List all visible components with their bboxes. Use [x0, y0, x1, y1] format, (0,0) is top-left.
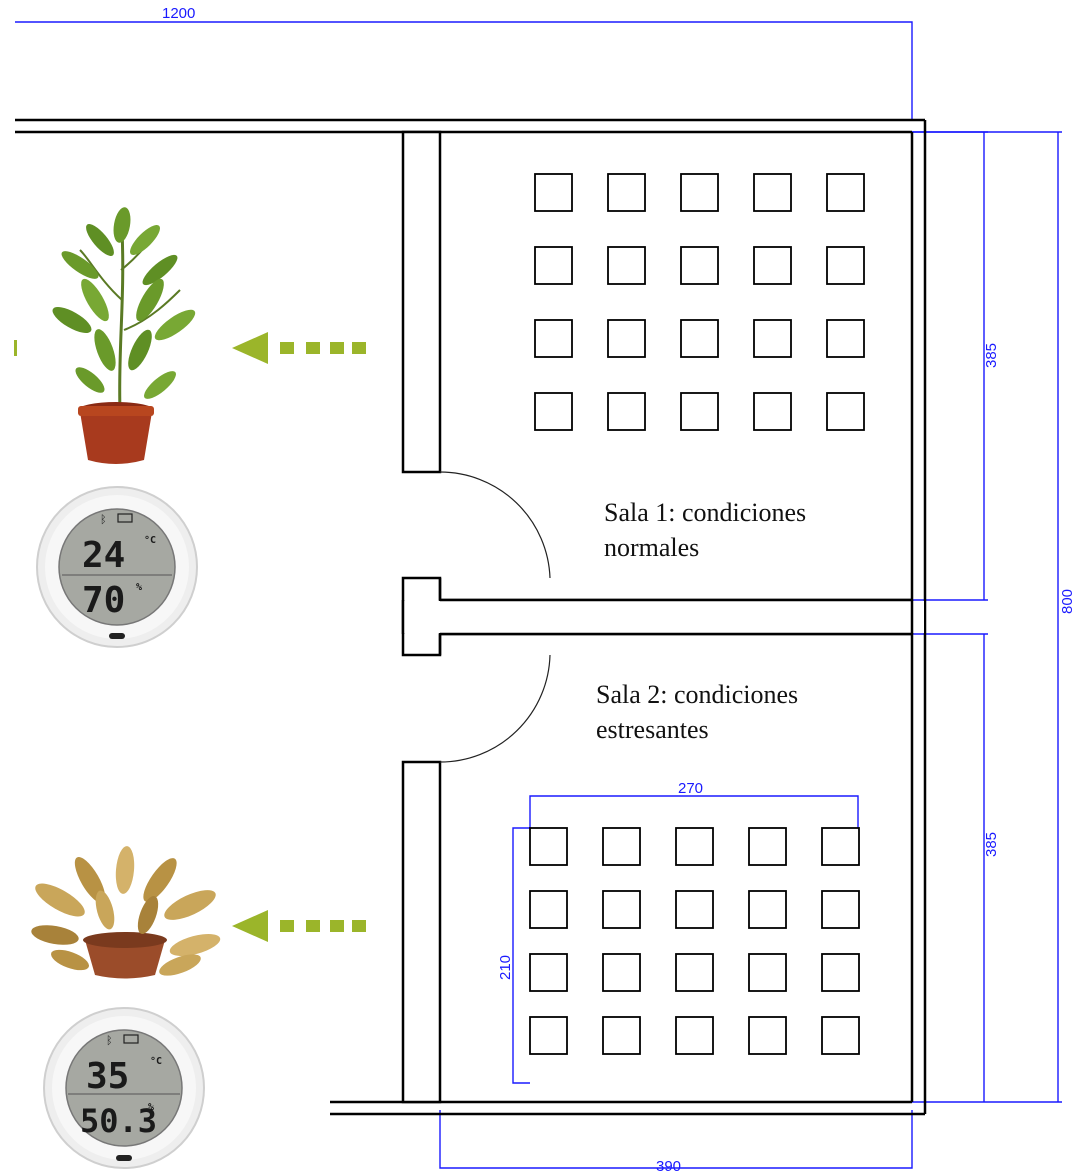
sensor2-hum-unit: % [148, 1102, 154, 1113]
pot-room1-r3-c3 [680, 319, 719, 358]
room1-label-line2: normales [604, 533, 699, 562]
pot-room1-r2-c4 [753, 246, 792, 285]
pot-room1-r1-c1 [534, 173, 573, 212]
pot-grid-room1 [534, 173, 865, 431]
sensor1-temperature: 24 [82, 535, 125, 576]
pot-room1-r4-c1 [534, 392, 573, 431]
door-room2 [439, 654, 551, 763]
pot-room2-r4-c3 [675, 1016, 714, 1055]
pot-room2-r1-c5 [821, 827, 860, 866]
thermo-hygrometer-room2: ᛒ 35 °C 50.3 % [43, 1007, 205, 1169]
pot-room2-r1-c1 [529, 827, 568, 866]
pot-room2-r2-c1 [529, 890, 568, 929]
dim-room2-height: 385 [983, 832, 1000, 857]
pot-room1-r3-c5 [826, 319, 865, 358]
pot-room1-r4-c4 [753, 392, 792, 431]
pot-grid-room2 [529, 827, 860, 1055]
walls [15, 118, 927, 1116]
sensor1-hum-unit: % [136, 582, 142, 593]
arrow-left-icon [232, 910, 366, 942]
door-room1 [439, 471, 551, 579]
doors [439, 471, 551, 763]
pot-room2-r4-c5 [821, 1016, 860, 1055]
pot-room2-r2-c2 [602, 890, 641, 929]
dim-grid-width: 270 [678, 780, 703, 797]
pot-room2-r2-c3 [675, 890, 714, 929]
pot-room1-r1-c2 [607, 173, 646, 212]
dim-room-width: 390 [656, 1158, 681, 1173]
pot-room2-r4-c4 [748, 1016, 787, 1055]
pot-room1-r2-c3 [680, 246, 719, 285]
arrow-left-icon [14, 332, 366, 364]
pot-room2-r3-c4 [748, 953, 787, 992]
bluetooth-icon: ᛒ [106, 1034, 113, 1047]
room2-label-line2: estresantes [596, 715, 709, 744]
thermo-hygrometer-room1: ᛒ 24 °C 70 % [36, 486, 198, 648]
pot-room1-r2-c5 [826, 246, 865, 285]
pot-room1-r3-c1 [534, 319, 573, 358]
wilted-plant-icon [31, 846, 221, 979]
sensor2-humidity: 50.3 [80, 1102, 157, 1140]
pot-room2-r1-c4 [748, 827, 787, 866]
pot-room1-r1-c5 [826, 173, 865, 212]
sensor1-temp-unit: °C [144, 535, 156, 546]
pot-room2-r3-c2 [602, 953, 641, 992]
pot-room1-r3-c4 [753, 319, 792, 358]
dim-room1-height: 385 [983, 343, 1000, 368]
pot-room2-r4-c1 [529, 1016, 568, 1055]
bluetooth-icon: ᛒ [100, 513, 107, 526]
sensor2-temperature: 35 [86, 1056, 129, 1097]
pot-room2-r2-c4 [748, 890, 787, 929]
battery-icon [117, 513, 133, 523]
pot-room2-r3-c3 [675, 953, 714, 992]
pot-room1-r2-c1 [534, 246, 573, 285]
pot-room1-r3-c2 [607, 319, 646, 358]
pot-room1-r1-c3 [680, 173, 719, 212]
pot-room1-r1-c4 [753, 173, 792, 212]
pot-room2-r1-c2 [602, 827, 641, 866]
room2-label-line1: Sala 2: condiciones [596, 680, 798, 709]
dim-total-height: 800 [1059, 589, 1076, 614]
pot-room1-r4-c3 [680, 392, 719, 431]
room1-label-line1: Sala 1: condiciones [604, 498, 806, 527]
healthy-plant-icon [52, 207, 196, 464]
pot-room1-r2-c2 [607, 246, 646, 285]
dim-grid-height: 210 [497, 955, 514, 980]
dimension-lines: 1200 385 385 800 270 210 390 [15, 5, 1076, 1173]
pot-room2-r4-c2 [602, 1016, 641, 1055]
pot-room2-r3-c1 [529, 953, 568, 992]
pot-room2-r3-c5 [821, 953, 860, 992]
battery-icon [123, 1034, 139, 1044]
pot-room2-r2-c5 [821, 890, 860, 929]
sensor2-temp-unit: °C [150, 1056, 162, 1067]
pot-room1-r4-c2 [607, 392, 646, 431]
pot-room2-r1-c3 [675, 827, 714, 866]
sensor1-humidity: 70 [82, 580, 125, 621]
dim-total-width: 1200 [162, 5, 195, 22]
pot-room1-r4-c5 [826, 392, 865, 431]
